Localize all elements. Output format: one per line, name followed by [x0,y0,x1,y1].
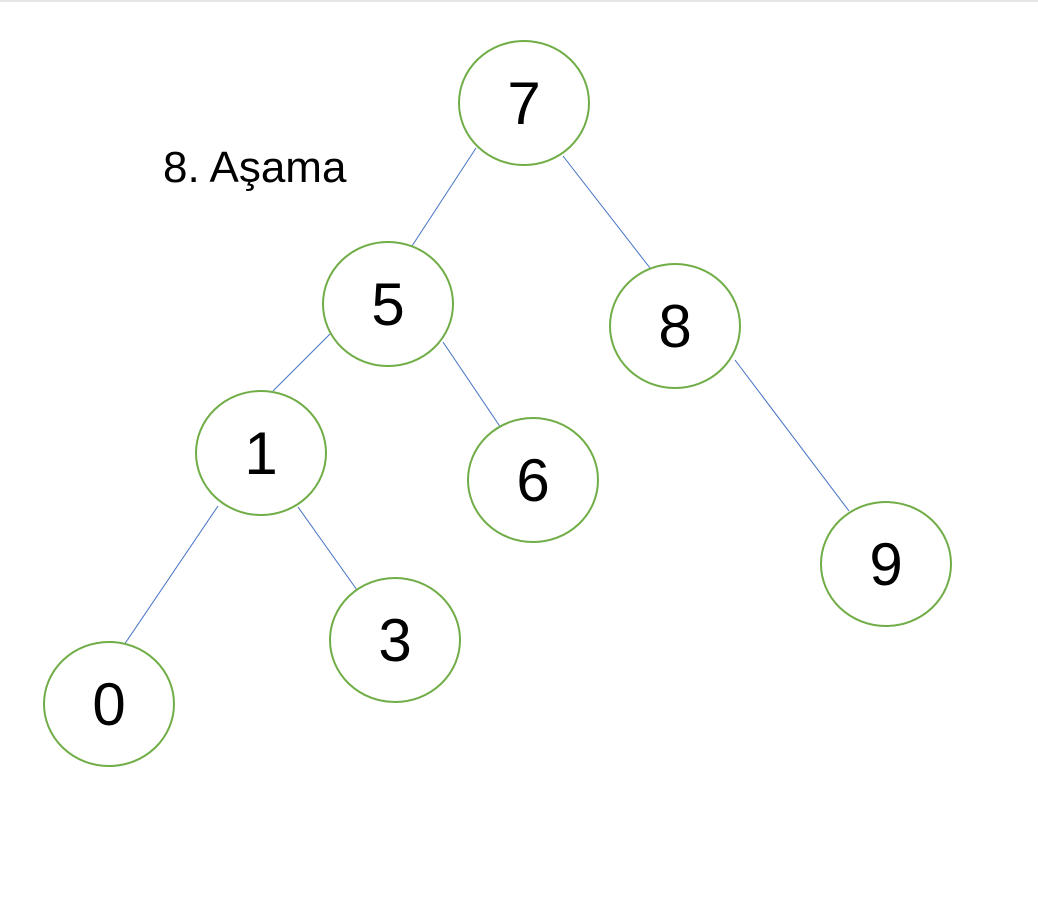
edge-5-6 [442,341,502,429]
node-label: 3 [378,607,411,674]
node-circle [609,263,741,389]
node-circle [329,577,461,703]
tree-node-7: 7 [458,40,590,166]
node-circle [43,641,175,767]
edge-1-0 [123,505,219,646]
tree-node-9: 9 [820,501,952,627]
node-circle [195,390,327,516]
node-label: 1 [244,420,277,487]
node-circle [458,40,590,166]
node-label: 5 [371,271,404,338]
node-circle [322,241,454,367]
tree-node-1: 1 [195,390,327,516]
edge-7-8 [562,155,651,269]
edge-5-1 [272,333,331,392]
tree-node-8: 8 [609,263,741,389]
node-label: 0 [92,671,125,738]
node-circle [467,417,599,543]
node-label: 6 [516,447,549,514]
nodes-layer: 7 5 8 1 6 9 3 0 [43,40,952,767]
edge-7-5 [411,147,477,247]
node-label: 8 [658,293,691,360]
stage-title: 8. Aşama [163,143,347,192]
node-label: 9 [869,531,902,598]
tree-node-5: 5 [322,241,454,367]
tree-node-3: 3 [329,577,461,703]
tree-node-0: 0 [43,641,175,767]
node-label: 7 [507,70,540,137]
top-border [0,0,1038,2]
edge-1-3 [297,506,358,591]
edge-8-9 [734,359,850,512]
tree-node-6: 6 [467,417,599,543]
edges-layer [123,147,850,646]
node-circle [820,501,952,627]
